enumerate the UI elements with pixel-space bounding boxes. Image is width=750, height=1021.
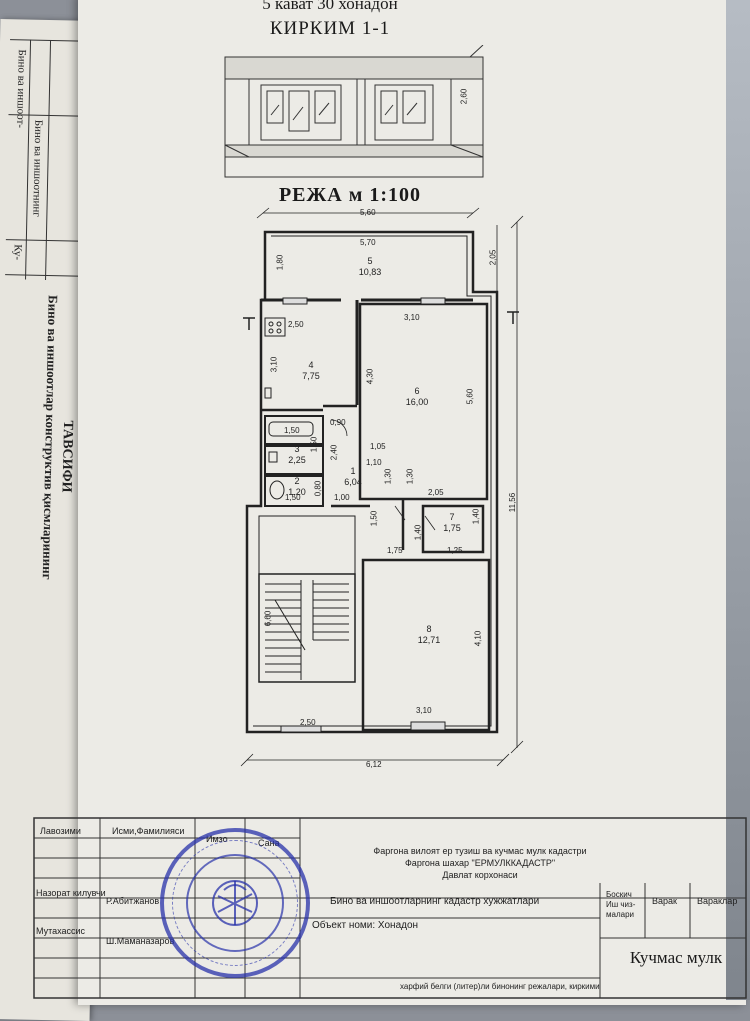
floor-info: 5 кават 30 хонадон <box>262 0 398 13</box>
dim-130a: 1,30 <box>383 468 393 485</box>
dim-150v: 1,50 <box>369 510 379 527</box>
col-position: Лавозими <box>40 826 81 836</box>
dim-room6-width: 3,10 <box>404 313 420 322</box>
room-5-area: 10,83 <box>358 267 382 277</box>
sheets-label: Вараклар <box>697 896 738 906</box>
floor-plan <box>240 207 524 767</box>
room-8-number: 8 <box>426 624 432 634</box>
dim-stair-width: 2,50 <box>300 718 316 727</box>
dim-105: 1,05 <box>370 442 386 451</box>
left-vertical-title-2: ТАВСИФИ <box>58 420 76 493</box>
room-6-area: 16,00 <box>405 397 429 407</box>
dim-wc-080: 0,80 <box>313 480 323 497</box>
official-seal <box>160 828 310 978</box>
footer-note: харфий белги (литер)ли бинонинг режалари… <box>400 982 600 991</box>
role-inspector: Назорат килувчи <box>36 888 106 898</box>
col-name: Исми,Фамилияси <box>112 826 185 836</box>
dim-kitchen-width: 2,50 <box>288 320 304 329</box>
dim-175: 1,75 <box>387 546 403 555</box>
role-specialist: Мутахассис <box>36 926 86 936</box>
left-vertical-title: Бино ва иншоотлар конструктив қисмларини… <box>39 294 61 580</box>
dim-bath-width: 1,50 <box>284 426 300 435</box>
dim-bath-side: 0,90 <box>330 418 346 427</box>
dim-stair-height: 6,60 <box>263 610 273 627</box>
dim-balcony-width: 5,70 <box>360 238 376 247</box>
dim-100: 1,00 <box>334 493 350 502</box>
room-1-area: 6,04 <box>344 477 362 487</box>
dim-room8-width: 3,10 <box>416 706 432 715</box>
dim-balcony-side: 2,05 <box>488 249 498 266</box>
dim-140a: 1,40 <box>413 524 423 541</box>
dim-room6-right: 5,60 <box>465 388 475 405</box>
doc-title: Бино ва иншоотларнинг кадастр хужжатлари <box>330 896 540 907</box>
object-name: Объект номи: Хонадон <box>312 920 419 931</box>
left-header-1: Бино ва иншоот- <box>14 49 28 129</box>
org-line-1: Фаргона вилоят ер тузиш ва кучмас мулк к… <box>373 846 587 856</box>
stage-label: Боскич <box>606 890 632 899</box>
plan-title: РЕЖА м 1:100 <box>278 184 422 206</box>
dim-room6-left: 4,30 <box>365 368 375 385</box>
dim-110: 1,10 <box>366 458 382 467</box>
org-line-2: Фаргона шахар "ЕРМУЛККАДАСТР" <box>404 858 556 868</box>
dim-bottom-width: 6,12 <box>366 760 382 769</box>
room-7-number: 7 <box>449 512 455 522</box>
room-4-area: 7,75 <box>302 371 320 381</box>
dim-130b: 1,30 <box>405 468 415 485</box>
dim-140b: 1,40 <box>471 508 481 525</box>
room-5-number: 5 <box>367 256 373 266</box>
room-2-number: 2 <box>294 476 300 486</box>
room-3-area: 2,25 <box>288 455 306 465</box>
left-header-3: Ку- <box>11 244 24 261</box>
dim-corridor-240: 2,40 <box>329 444 339 461</box>
dim-125: 1,25 <box>447 546 463 555</box>
room-1-number: 1 <box>350 466 356 476</box>
dim-room8-height: 4,10 <box>473 630 483 647</box>
dim-wc-150: 1,50 <box>285 493 301 502</box>
room-2-area: 1,20 <box>288 487 306 497</box>
name-inspector: Р.Абитжанов <box>106 896 160 906</box>
property-label: Кучмас мулк <box>629 948 723 967</box>
room-3-number: 3 <box>294 444 300 454</box>
section-title: КИРКИМ 1-1 <box>269 18 391 39</box>
left-header-2: Бино ва иншоотнинг <box>30 119 45 217</box>
dim-overall-height: 11,56 <box>508 492 518 513</box>
room-6-number: 6 <box>414 386 420 396</box>
section-height-dim: 2,60 <box>459 88 469 105</box>
section-drawing <box>224 45 484 178</box>
dim-205: 2,05 <box>428 488 444 497</box>
dim-balcony-height: 1,80 <box>275 254 285 271</box>
name-specialist: Ш.Маманазаров <box>106 936 175 946</box>
room-7-area: 1,75 <box>443 523 461 533</box>
seal-emblem-icon <box>212 880 258 926</box>
room-8-area: 12,71 <box>417 635 441 645</box>
stage-label-2: Иш чиз- <box>606 900 636 909</box>
org-line-3: Давлат корхонаси <box>442 870 518 880</box>
sheet-label: Варак <box>652 896 677 906</box>
stage-label-3: малари <box>606 910 634 919</box>
dim-top-width: 5,60 <box>360 208 376 217</box>
room-4-number: 4 <box>308 360 314 370</box>
dim-kitchen-height: 3,10 <box>269 356 279 373</box>
